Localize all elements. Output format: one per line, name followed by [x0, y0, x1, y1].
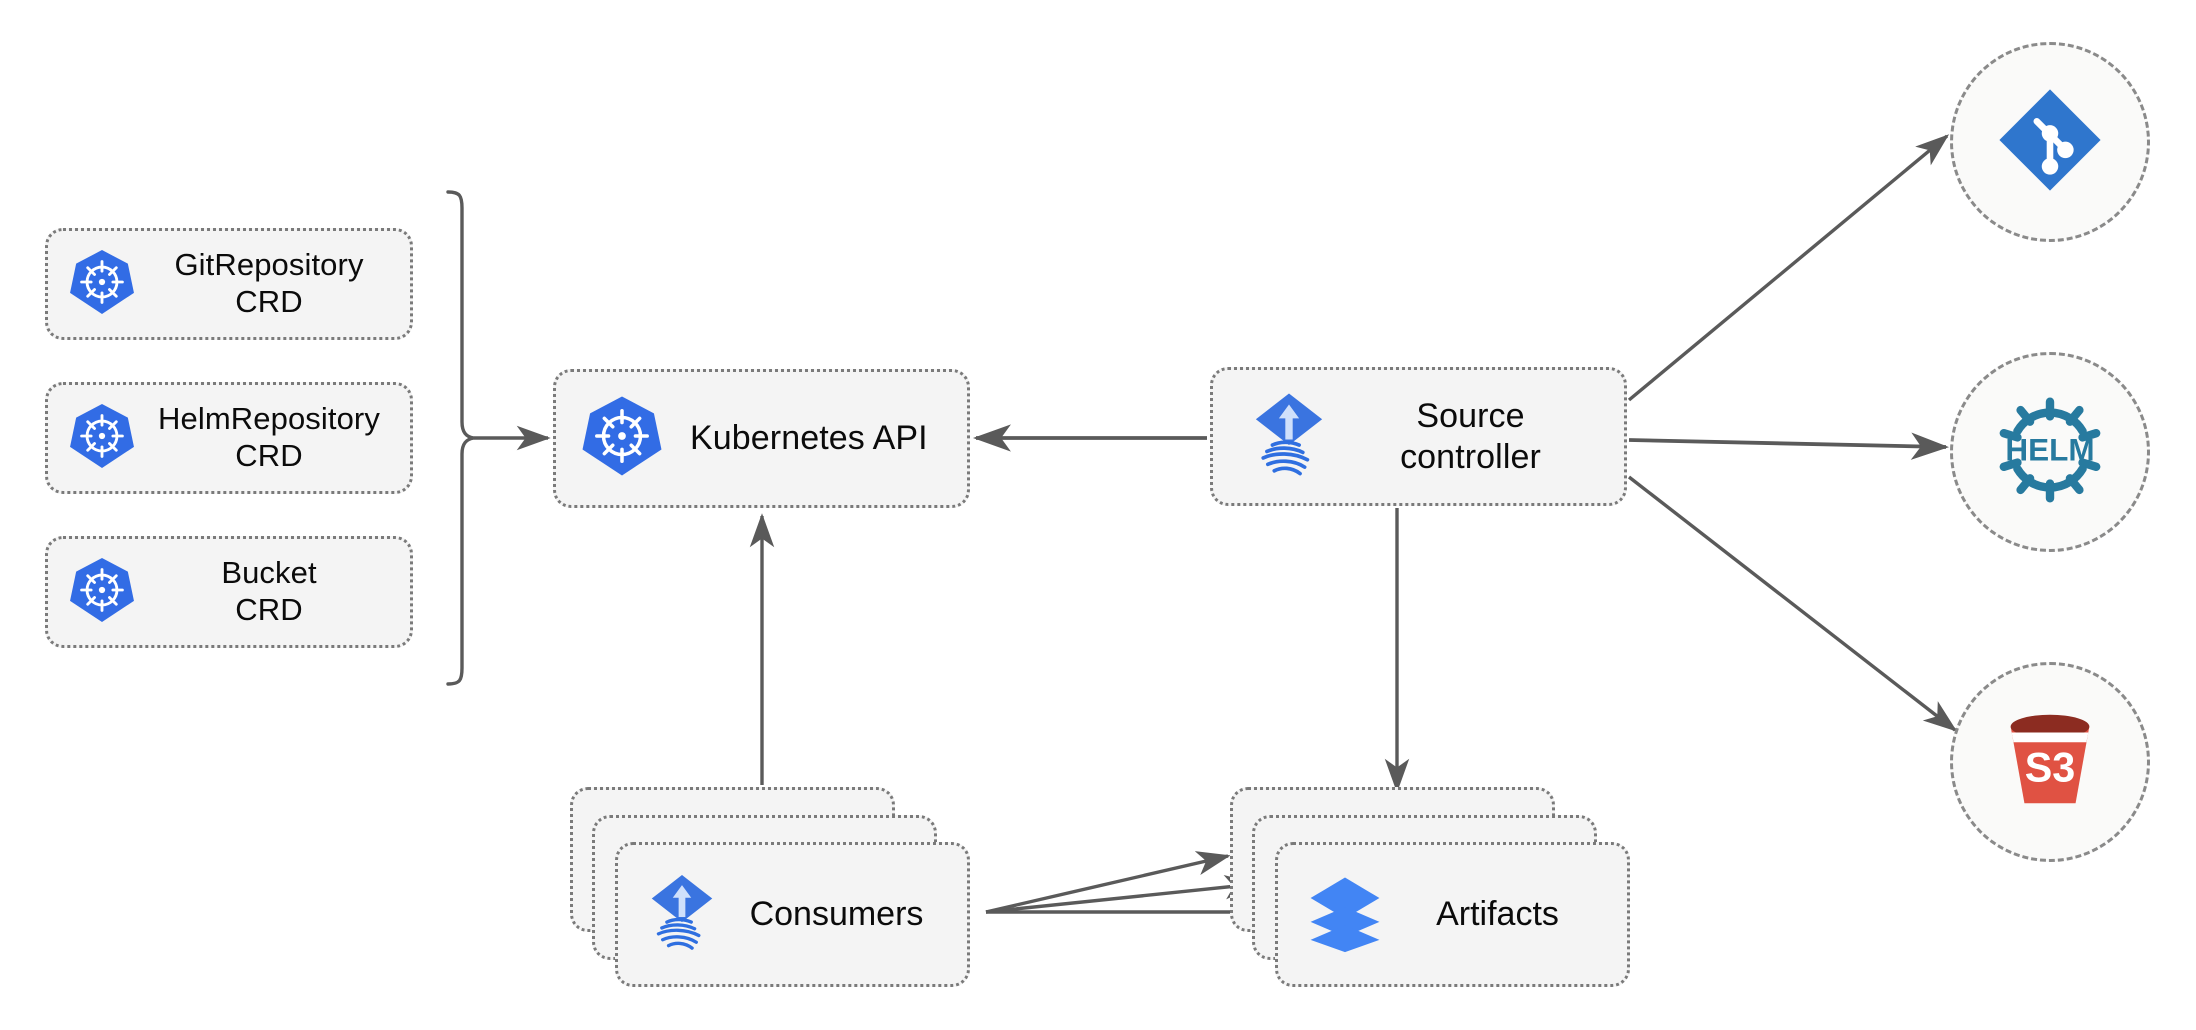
kubernetes-icon	[68, 556, 136, 629]
crd-label: HelmRepository CRD	[158, 401, 380, 473]
node-kubernetes-api[interactable]: Kubernetes API	[553, 369, 970, 508]
flux-source-icon	[640, 870, 724, 959]
consumers-front-card[interactable]: Consumers	[615, 842, 970, 987]
helm-wordmark: HELM	[2005, 431, 2094, 467]
endpoint-git[interactable]	[1950, 42, 2150, 242]
layers-icon	[1304, 871, 1386, 958]
edge-consumers-to-artifacts-back	[985, 851, 1231, 914]
node-label: Source controller	[1400, 397, 1541, 476]
endpoint-helm[interactable]: HELM	[1950, 352, 2150, 552]
s3-bucket-icon: S3	[1991, 701, 2109, 824]
node-label: Artifacts	[1436, 895, 1559, 933]
artifacts-front-card[interactable]: Artifacts	[1275, 842, 1630, 987]
edge-consumers-to-artifacts-mid	[985, 875, 1259, 914]
kubernetes-icon	[68, 248, 136, 321]
node-label: Consumers	[749, 895, 924, 933]
crd-box-bucket[interactable]: Bucket CRD	[45, 536, 413, 648]
kubernetes-icon	[580, 394, 664, 483]
crd-label: GitRepository CRD	[174, 247, 364, 319]
node-consumers-stack[interactable]: Consumers	[570, 787, 970, 987]
edge-source-to-s3	[1627, 475, 1958, 732]
crd-group-brace	[446, 190, 475, 686]
edge-source-to-git	[1627, 134, 1950, 402]
crd-label: Bucket CRD	[221, 555, 317, 627]
crd-box-helmrepository[interactable]: HelmRepository CRD	[45, 382, 413, 494]
s3-wordmark: S3	[2025, 744, 2076, 790]
git-icon	[1995, 85, 2105, 200]
kubernetes-icon	[68, 402, 136, 475]
helm-icon: HELM	[1987, 387, 2113, 518]
node-artifacts-stack[interactable]: Artifacts	[1230, 787, 1630, 987]
node-source-controller[interactable]: Source controller	[1210, 367, 1627, 506]
flux-source-icon	[1243, 388, 1335, 485]
endpoint-s3[interactable]: S3	[1950, 662, 2150, 862]
edge-source-to-helm	[1628, 432, 1950, 460]
crd-box-gitrepository[interactable]: GitRepository CRD	[45, 228, 413, 340]
node-label: Kubernetes API	[690, 419, 928, 458]
